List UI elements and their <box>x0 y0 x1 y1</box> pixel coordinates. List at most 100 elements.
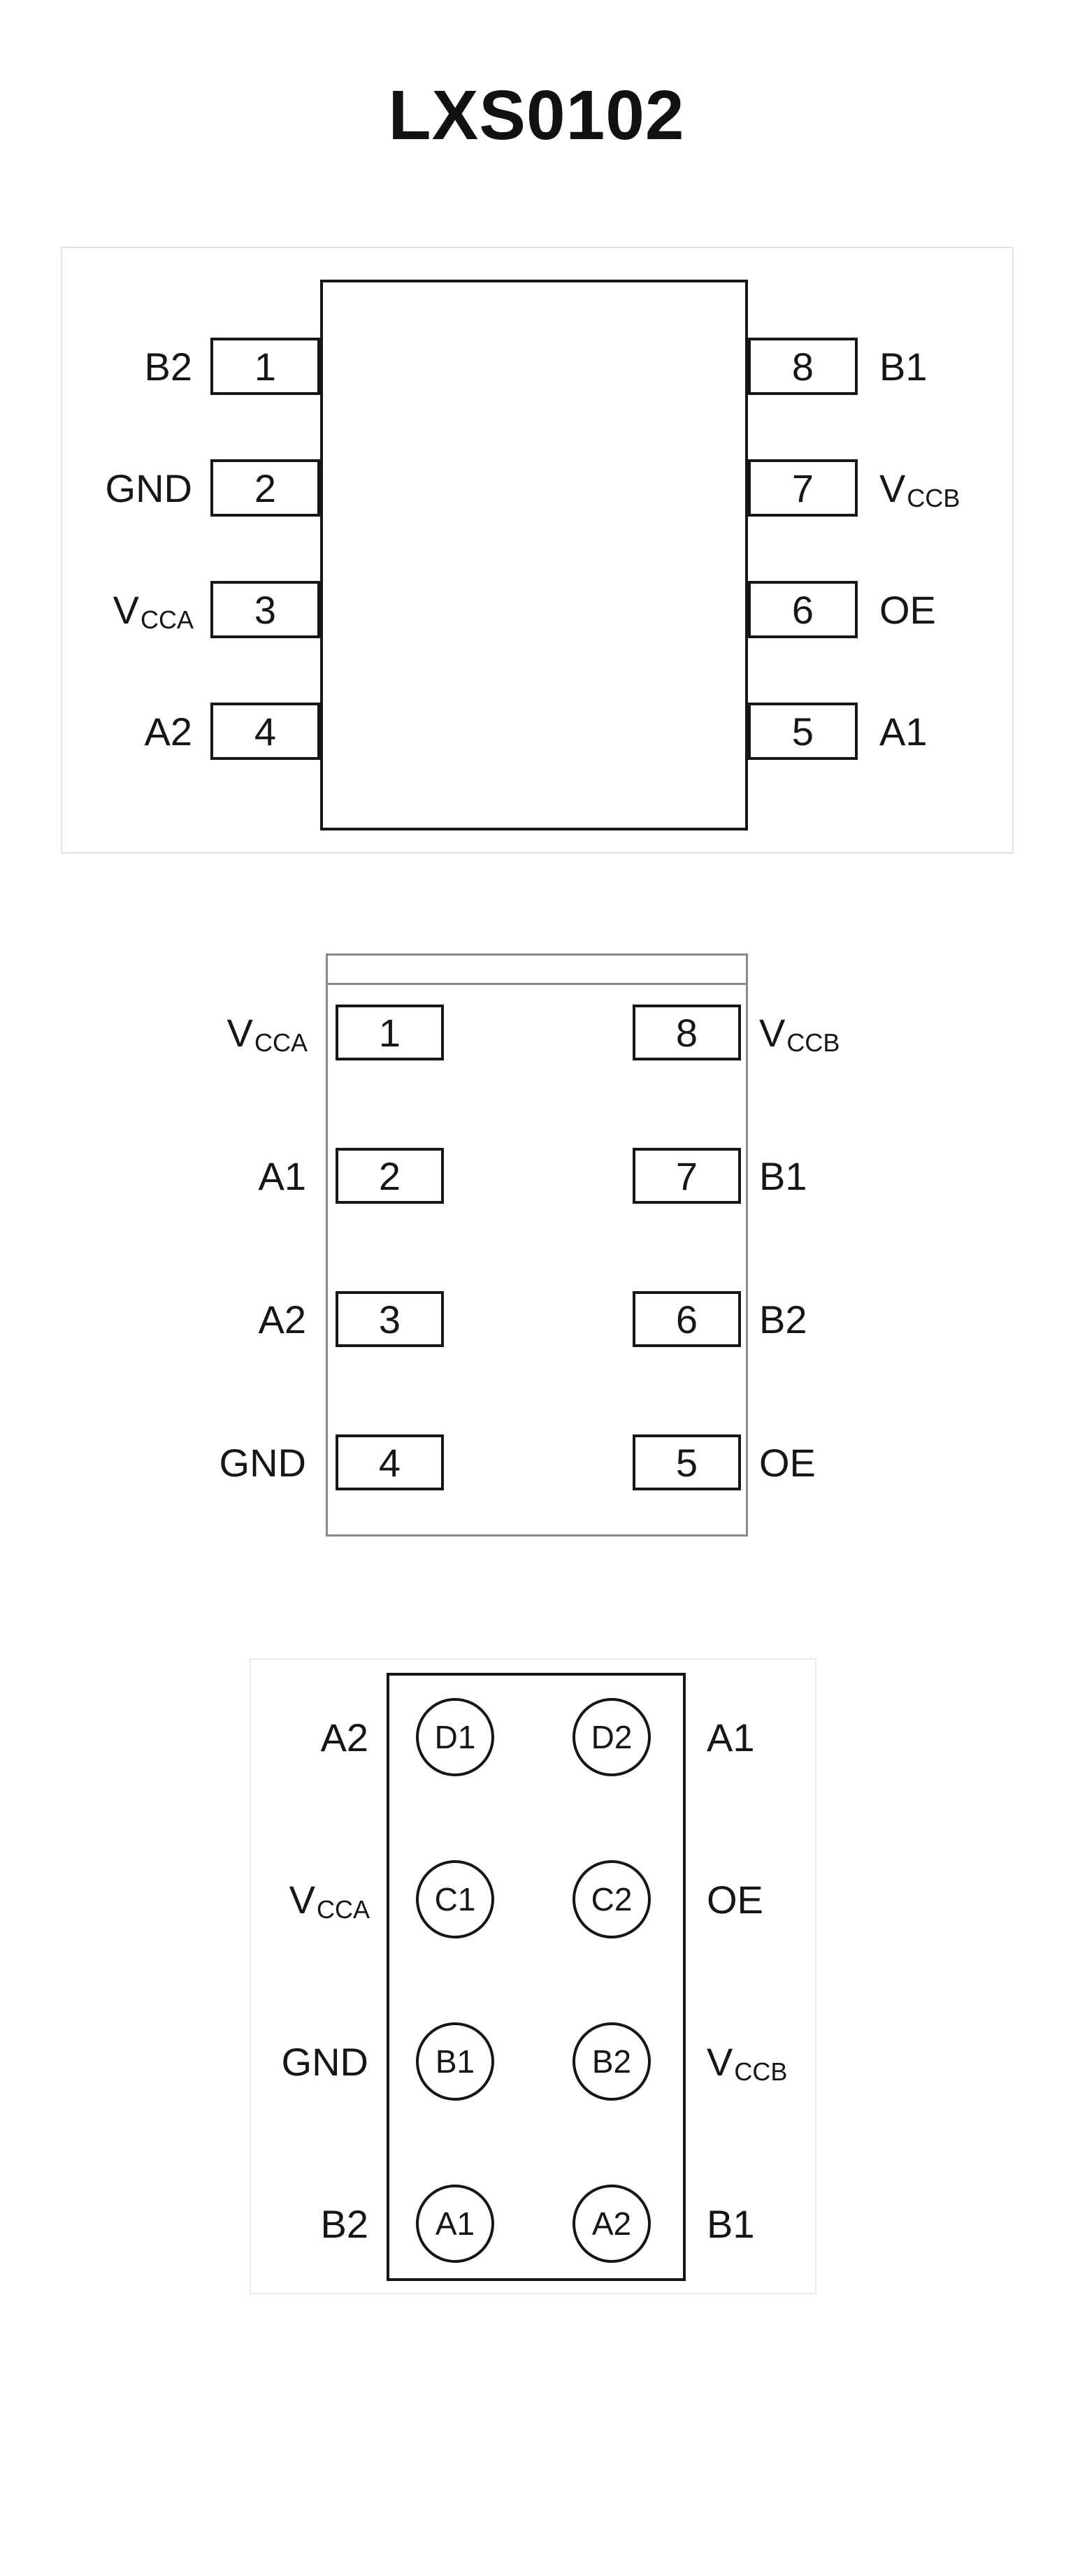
diagram2-pin-label-5: OE <box>759 1434 983 1490</box>
diagram1-pin-label-2: GND <box>28 459 194 517</box>
diagram1-pin-box-1: 1 <box>210 338 320 395</box>
pin-label-text: V <box>707 2039 733 2084</box>
diagram1-pin-number-8: 8 <box>791 344 814 389</box>
pin-label-text: A1 <box>707 1715 755 1760</box>
diagram1-pin-number-4: 4 <box>254 709 277 754</box>
diagram2-pin-box-2: 2 <box>336 1148 444 1204</box>
diagram3-right-label-2: OE <box>707 1871 937 1928</box>
pin-label-text: B2 <box>320 2201 369 2246</box>
pin-label-subscript: CCB <box>734 2057 788 2086</box>
diagram1-pin-box-5: 5 <box>748 703 858 760</box>
ball-label: C1 <box>434 1881 476 1917</box>
diagram3-right-label-1: A1 <box>707 1708 937 1766</box>
pin-label-text: B1 <box>707 2201 755 2246</box>
diagram3-left-label-4: B2 <box>168 2195 370 2252</box>
diagram2-pin-number-7: 7 <box>675 1153 698 1198</box>
diagram1-pin-box-3: 3 <box>210 581 320 638</box>
diagram2-pin-number-4: 4 <box>378 1440 401 1485</box>
diagram3-ball-A1: A1 <box>416 2185 494 2263</box>
diagram2-pin-number-2: 2 <box>378 1153 401 1198</box>
diagram3-ball-D1: D1 <box>416 1698 494 1776</box>
ball-label: D2 <box>591 1719 633 1755</box>
diagram2-pin-number-1: 1 <box>378 1010 401 1055</box>
ball-label: A2 <box>591 2206 632 2242</box>
pin-label-text: B1 <box>879 344 928 389</box>
pin-label-text: V <box>289 1877 315 1922</box>
page-title: LXS0102 <box>388 76 685 154</box>
ball-label: A1 <box>435 2206 475 2242</box>
pin-label-subscript: CCA <box>140 605 194 634</box>
diagram3-ball-B1: B1 <box>416 2022 494 2101</box>
diagram1-pin-box-8: 8 <box>748 338 858 395</box>
pin-label-subscript: CCB <box>907 484 960 512</box>
ball-label: C2 <box>591 1881 633 1917</box>
diagram1-frame <box>61 247 1014 854</box>
diagram2-pin-number-6: 6 <box>675 1297 698 1341</box>
diagram3-ball-C1: C1 <box>416 1860 494 1938</box>
diagram2-pin-box-4: 4 <box>336 1434 444 1490</box>
diagram1-pin-label-5: A1 <box>879 703 1068 760</box>
pin-label-text: OE <box>879 587 936 632</box>
diagram2-pin-number-8: 8 <box>675 1010 698 1055</box>
diagram2-pin-label-3: A2 <box>126 1291 308 1347</box>
ball-label: B2 <box>591 2043 632 2080</box>
diagram3-left-label-3: GND <box>168 2033 370 2090</box>
diagram3-frame <box>250 1658 816 2294</box>
pin-label-text: A2 <box>320 1715 369 1760</box>
ball-label: D1 <box>434 1719 476 1755</box>
diagram1-pin-label-1: B2 <box>28 338 194 395</box>
pin-label-text: B2 <box>759 1297 807 1341</box>
pin-label-text: V <box>879 466 906 510</box>
diagram1-pin-number-7: 7 <box>791 466 814 510</box>
pin-label-text: B2 <box>144 344 193 389</box>
pin-label-text: GND <box>219 1440 306 1485</box>
diagram2-package-top-line <box>328 983 746 985</box>
pin-label-text: V <box>113 587 139 632</box>
diagram1-pin-label-8: B1 <box>879 338 1068 395</box>
diagram2-pin-box-7: 7 <box>633 1148 741 1204</box>
diagram2-pin-number-5: 5 <box>675 1440 698 1485</box>
pin-label-text: OE <box>707 1877 763 1922</box>
diagram1-pin-box-7: 7 <box>748 459 858 517</box>
pin-label-text: A2 <box>144 709 193 754</box>
pin-label-text: A1 <box>258 1153 307 1198</box>
diagram3-ball-A2: A2 <box>572 2185 651 2263</box>
diagram2-pin-box-5: 5 <box>633 1434 741 1490</box>
pin-label-subscript: CCB <box>786 1028 840 1057</box>
diagram1-pin-number-1: 1 <box>254 344 277 389</box>
pin-label-text: V <box>759 1010 786 1055</box>
diagram3-ball-D2: D2 <box>572 1698 651 1776</box>
diagram2-pin-label-6: B2 <box>759 1291 983 1347</box>
diagram1-pin-number-3: 3 <box>254 587 277 632</box>
pin-label-text: GND <box>105 466 192 510</box>
diagram2-pin-label-4: GND <box>126 1434 308 1490</box>
pin-label-subscript: CCA <box>254 1028 308 1057</box>
diagram2-pin-box-8: 8 <box>633 1005 741 1060</box>
diagram1-pin-label-6: OE <box>879 581 1068 638</box>
pin-label-text: V <box>226 1010 253 1055</box>
ball-label: B1 <box>435 2043 475 2080</box>
diagram1-pin-label-4: A2 <box>28 703 194 760</box>
pin-label-text: A1 <box>879 709 928 754</box>
diagram2-pin-number-3: 3 <box>378 1297 401 1341</box>
diagram3-ball-C2: C2 <box>572 1860 651 1938</box>
diagram1-pin-box-6: 6 <box>748 581 858 638</box>
pin-label-text: OE <box>759 1440 816 1485</box>
diagram1-pin-number-6: 6 <box>791 587 814 632</box>
diagram1-pin-box-4: 4 <box>210 703 320 760</box>
pin-label-text: B1 <box>759 1153 807 1198</box>
diagram1-pin-number-2: 2 <box>254 466 277 510</box>
diagram2-pin-box-6: 6 <box>633 1291 741 1347</box>
diagram1-pin-number-5: 5 <box>791 709 814 754</box>
diagram3-ball-B2: B2 <box>572 2022 651 2101</box>
pin-label-text: A2 <box>258 1297 307 1341</box>
pin-label-subscript: CCA <box>316 1895 370 1924</box>
diagram2-pin-label-2: A1 <box>126 1148 308 1204</box>
diagram3-left-label-1: A2 <box>168 1708 370 1766</box>
pin-label-text: GND <box>281 2039 368 2084</box>
